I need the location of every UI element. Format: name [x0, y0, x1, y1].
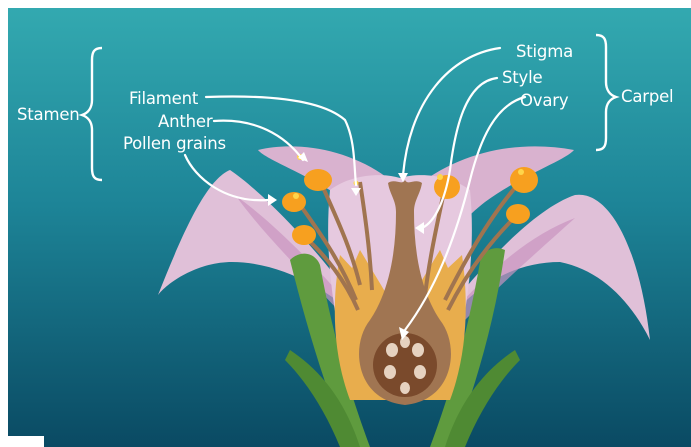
anther-6 [506, 204, 530, 224]
stigma-label: Stigma [516, 44, 573, 61]
pollen-grains-label: Pollen grains [123, 136, 226, 153]
corner-overlay [8, 436, 44, 447]
anther-5 [510, 167, 538, 193]
anther-1 [304, 169, 332, 191]
style-label: Style [502, 70, 542, 87]
anther-label: Anther [158, 114, 212, 131]
carpel-label: Carpel [621, 89, 673, 106]
filament-label: Filament [129, 91, 198, 108]
ovary-label: Ovary [520, 93, 568, 110]
stamen-label: Stamen [17, 107, 80, 124]
anther-3 [292, 225, 316, 245]
